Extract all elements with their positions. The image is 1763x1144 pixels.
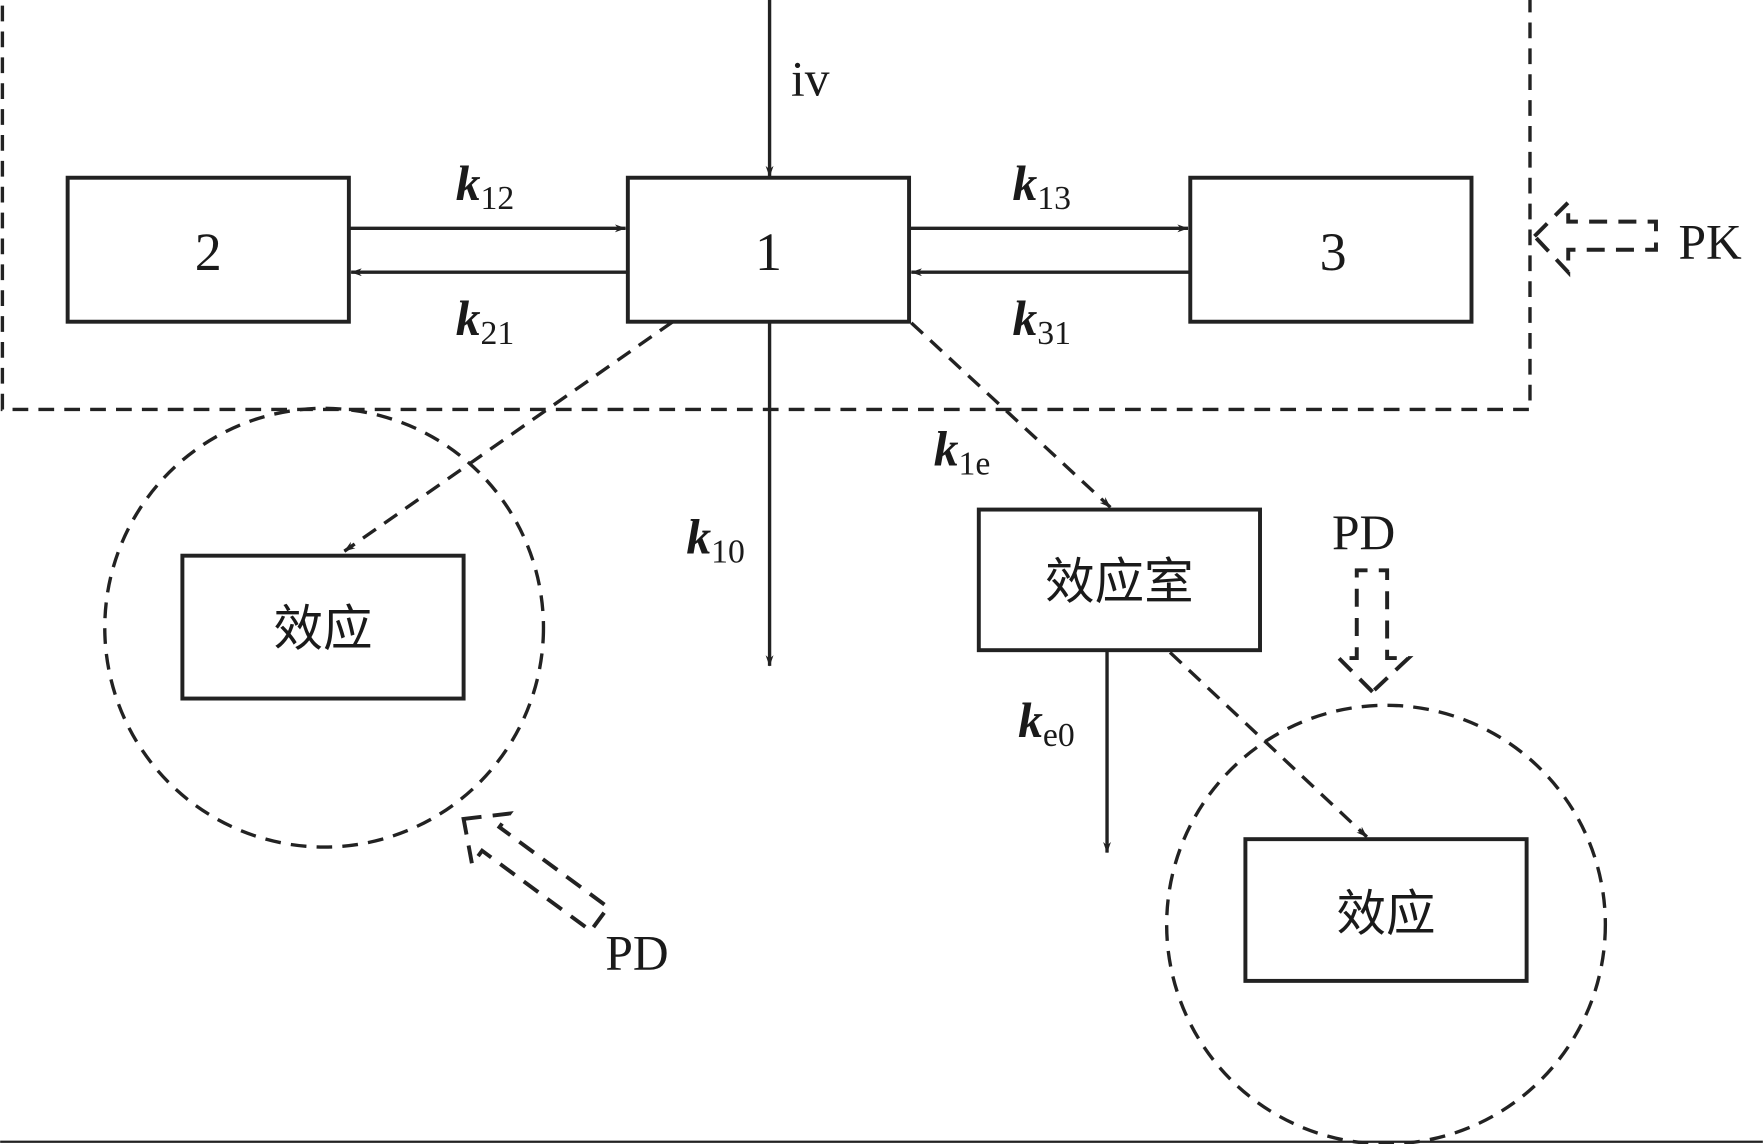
effect-compartment-to-effect-right-arrow [1168, 651, 1369, 839]
pd-bottom-label: PD [605, 926, 668, 981]
pk-label: PK [1678, 215, 1742, 270]
compartment-2-label: 2 [195, 222, 222, 282]
compartment-1: 1 [625, 175, 912, 324]
effect-right-box: 效应 [1243, 837, 1529, 983]
ke0-label: ke0 [1018, 693, 1075, 754]
iv-label: iv [791, 52, 830, 107]
compartment-3-label: 3 [1320, 222, 1347, 282]
central-to-effect-left-arrow [343, 320, 674, 553]
k13-label: k13 [1013, 156, 1071, 217]
pd-right-region [1165, 703, 1607, 1144]
pd-top-pointer-arrow-icon [1334, 568, 1414, 695]
k31-label: k31 [1013, 291, 1071, 352]
effect-right-label: 效应 [1337, 884, 1436, 942]
effect-left-label: 效应 [274, 600, 373, 658]
pd-top-label: PD [1332, 505, 1395, 560]
pk-pointer-arrow-icon [1531, 197, 1658, 278]
compartment-1-label: 1 [755, 222, 782, 282]
pd-left-region [103, 406, 546, 849]
pk-region-border [0, 0, 1532, 412]
effect-compartment-box: 效应室 [976, 507, 1262, 653]
k12-label: k12 [456, 156, 514, 217]
k10-label: k10 [686, 509, 744, 570]
k21-label: k21 [456, 291, 514, 352]
compartment-3: 3 [1188, 175, 1474, 324]
pd-bottom-pointer-arrow-icon [461, 811, 611, 934]
effect-compartment-label: 效应室 [1045, 552, 1193, 610]
k1e-label: k1e [934, 422, 991, 483]
k1e-arrow [910, 321, 1112, 509]
effect-left-box: 效应 [180, 553, 466, 701]
compartment-2: 2 [65, 175, 351, 324]
